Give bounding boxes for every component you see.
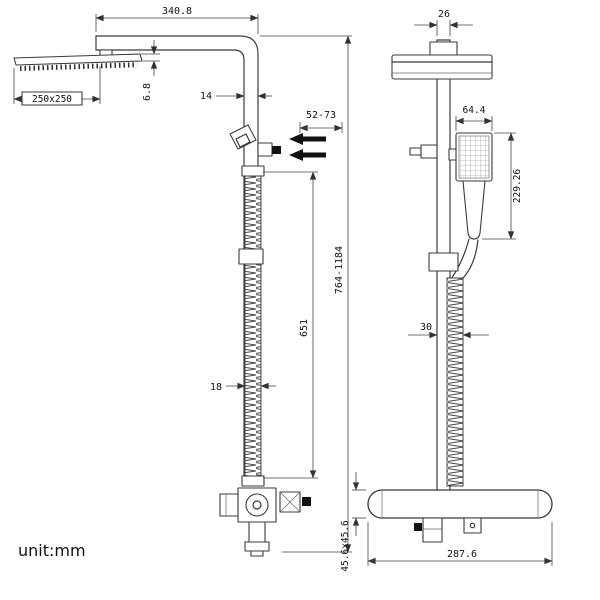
dim-hand-length-label: 229.26 <box>512 169 523 204</box>
dim-adjust-range-label: 52-73 <box>306 110 336 121</box>
left-view: 340.8 250x250 6.8 14 <box>13 6 352 560</box>
head-tee-connector <box>429 41 458 56</box>
dim-head-size: 250x250 <box>13 66 101 106</box>
handset-cradle <box>229 124 257 150</box>
dim-overall-height-label: 764-1184 <box>334 246 345 294</box>
diverter-body <box>257 142 273 157</box>
bar-knob-marker <box>414 523 422 531</box>
slider-clamp-front <box>428 252 459 272</box>
dim-valve-size: 45.6x45.6 <box>340 472 366 572</box>
temp-handle <box>219 493 239 517</box>
unit-label: unit:mm <box>18 541 86 560</box>
dim-hand-width: 64.4 <box>455 105 493 131</box>
right-view: 26 64.4 229.2 <box>340 9 553 572</box>
dim-adjust-range: 52-73 <box>289 110 343 161</box>
dim-valve-size-label: 45.6x45.6 <box>340 520 351 572</box>
hose-top-nut <box>241 165 265 177</box>
slider-clamp-side <box>238 248 264 265</box>
wall-seal <box>302 497 311 506</box>
flex-hose-front <box>446 238 479 487</box>
dim-top-width: 26 <box>414 9 473 36</box>
outlet-pipe <box>248 521 266 543</box>
dim-pipe-width-label: 30 <box>420 322 432 333</box>
diverter-front <box>420 144 438 159</box>
thermostatic-bar <box>367 489 553 543</box>
dim-head-thickness-label: 6.8 <box>142 83 153 101</box>
dim-arm-length: 340.8 <box>95 6 259 34</box>
dim-arm-width: 14 <box>200 91 272 102</box>
outlet-nut <box>244 541 270 552</box>
dim-hose-length: 651 <box>263 171 318 479</box>
dim-top-width-label: 26 <box>438 9 450 20</box>
spray-nozzles <box>19 62 138 71</box>
dim-bar-length-label: 287.6 <box>447 549 477 560</box>
hand-shower-handle <box>462 180 486 240</box>
diverter-knob <box>272 146 281 154</box>
dim-hose-width-label: 18 <box>210 382 222 393</box>
mixer-valve-side <box>219 487 311 557</box>
flex-hose-side <box>241 165 265 487</box>
dim-hose-width: 18 <box>210 382 276 393</box>
diverter-lever <box>409 147 422 156</box>
bar-outlet <box>463 517 482 534</box>
dim-pipe-width: 30 <box>408 322 489 339</box>
dim-head-size-label: 250x250 <box>32 94 72 105</box>
rain-shower-head <box>13 53 143 71</box>
valve-cap <box>245 493 269 517</box>
hose-bottom-nut <box>241 475 265 487</box>
shower-arm-and-column <box>95 35 259 487</box>
dim-overall-height: 764-1184 <box>260 35 352 553</box>
flow-arrow-icon <box>289 133 326 145</box>
dim-bar-length: 287.6 <box>367 522 553 566</box>
bar-knob <box>422 517 443 543</box>
hand-shower-front <box>455 132 493 240</box>
dim-hose-length-label: 651 <box>299 319 310 337</box>
dim-arm-length-label: 340.8 <box>162 6 192 17</box>
flow-arrow-icon <box>289 149 326 161</box>
dim-head-thickness: 6.8 <box>141 40 160 101</box>
rain-head-front <box>391 54 493 80</box>
head-slab <box>13 53 143 66</box>
dim-hand-width-label: 64.4 <box>463 105 486 116</box>
dim-arm-width-label: 14 <box>200 91 212 102</box>
handset-cradle-and-diverter <box>229 124 281 157</box>
dim-hand-length: 229.26 <box>482 132 523 240</box>
